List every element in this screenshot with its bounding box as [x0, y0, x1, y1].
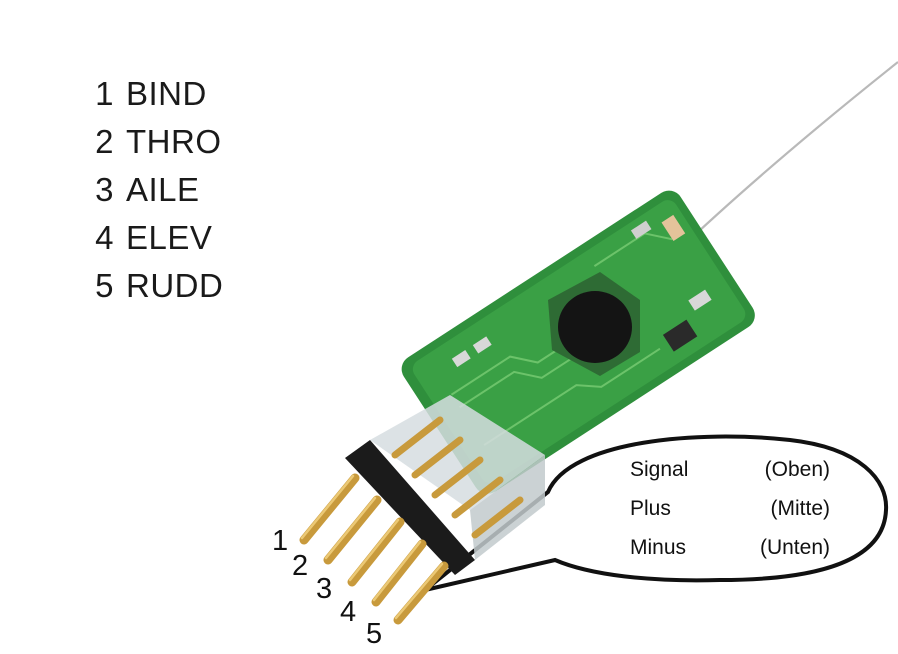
pin-number: 4 [340, 596, 357, 628]
callout-label: Signal [630, 458, 689, 481]
callout-bubble [423, 434, 889, 592]
channel-name: BIND [126, 75, 207, 112]
pin-number: 1 [272, 525, 289, 557]
callout-position: (Mitte) [770, 497, 831, 520]
channel-number: 5 [95, 267, 114, 304]
callout-row: Plus (Mitte) [630, 489, 830, 528]
channel-list: 1 BIND 2 THRO 3 AILE 4 ELEV 5 RUDD [92, 70, 223, 310]
pin-number: 5 [366, 618, 383, 650]
channel-name: RUDD [126, 267, 224, 304]
callout-position: (Oben) [764, 458, 830, 481]
channel-row: 3 AILE [92, 166, 223, 214]
channel-row: 1 BIND [92, 70, 223, 118]
callout-text: Signal (Oben) Plus (Mitte) Minus (Unten) [630, 450, 830, 567]
channel-name: AILE [126, 171, 200, 208]
main-chip [548, 272, 640, 376]
pin-number: 2 [292, 550, 309, 582]
channel-number: 4 [95, 219, 114, 256]
callout-position: (Unten) [759, 536, 830, 559]
callout-label: Minus [630, 536, 687, 559]
channel-name: THRO [126, 123, 222, 160]
connector-housing [345, 395, 545, 575]
channel-row: 4 ELEV [92, 214, 223, 262]
header-pins [299, 473, 449, 625]
callout-row: Signal (Oben) [630, 450, 830, 489]
channel-name: ELEV [126, 219, 213, 256]
channel-row: 5 RUDD [92, 262, 223, 310]
channel-number: 2 [95, 123, 114, 160]
callout-label: Plus [630, 497, 671, 520]
channel-number: 1 [95, 75, 114, 112]
callout-row: Minus (Unten) [630, 528, 830, 567]
channel-number: 3 [95, 171, 114, 208]
channel-row: 2 THRO [92, 118, 223, 166]
pin-number: 3 [316, 573, 333, 605]
